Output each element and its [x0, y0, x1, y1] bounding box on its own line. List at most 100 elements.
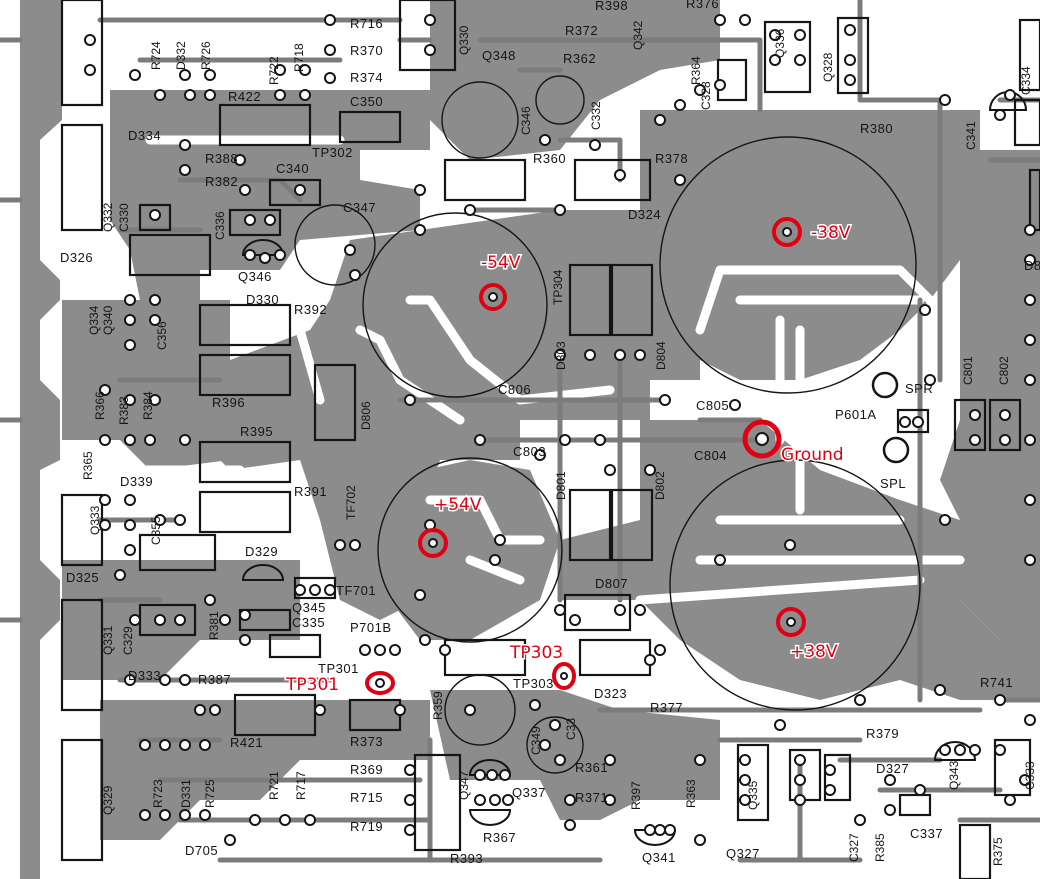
label-r717: R717 [294, 771, 308, 800]
solder-pad [884, 774, 896, 786]
solder-pad [424, 44, 436, 56]
marker-neg54[interactable] [479, 283, 507, 311]
label-r723: R723 [151, 779, 165, 808]
solder-pad [274, 249, 286, 261]
solder-pad [664, 824, 676, 836]
solder-pad [149, 294, 161, 306]
solder-pad [124, 294, 136, 306]
solder-pad [969, 409, 981, 421]
marker-neg38[interactable] [772, 217, 802, 247]
label-c333: C333 [1023, 761, 1037, 790]
solder-pad [99, 519, 111, 531]
label-r362: R362 [563, 51, 596, 66]
solder-pad [1019, 774, 1031, 786]
solder-pad [194, 704, 206, 716]
marker-tp301[interactable] [365, 671, 395, 695]
label-q340: Q340 [101, 305, 115, 335]
solder-pad [179, 809, 191, 821]
solder-pad [414, 589, 426, 601]
label-c803: C803 [513, 444, 546, 459]
solder-pad [554, 754, 566, 766]
solder-pad [274, 89, 286, 101]
solder-pad [414, 184, 426, 196]
annotation-pos54: +54V [434, 495, 482, 515]
marker-pos38[interactable] [776, 607, 806, 637]
label-r384: R384 [141, 391, 155, 420]
voltage-annotations: -54V -38V +54V Ground +38V TP303 TP301 [284, 222, 853, 697]
solder-pad [309, 584, 321, 596]
label-r387: R387 [198, 672, 231, 687]
solder-pad [124, 544, 136, 556]
label-r378: R378 [655, 151, 688, 166]
label-r397: R397 [629, 781, 643, 810]
label-d333: D333 [128, 668, 161, 683]
solder-pad [159, 674, 171, 686]
solder-pad [784, 539, 796, 551]
label-r718: R718 [292, 43, 306, 72]
label-c805: C805 [696, 398, 729, 413]
solder-pad [739, 794, 751, 806]
annotation-neg54: -54V [481, 253, 521, 273]
solder-pad [659, 394, 671, 406]
solder-pad [84, 34, 96, 46]
solder-pad [499, 769, 511, 781]
label-tf701: TF701 [336, 583, 376, 598]
solder-pad [199, 809, 211, 821]
solder-pad [794, 794, 806, 806]
solder-pad [769, 29, 781, 41]
label-tp301-silk: TP301 [318, 661, 359, 676]
label-c355: C355 [149, 516, 163, 545]
marker-ground[interactable] [742, 419, 782, 459]
solder-pad [739, 14, 751, 26]
solder-pad [419, 634, 431, 646]
solder-pad [244, 249, 256, 261]
label-p601a: P601A [835, 407, 877, 422]
solder-pad [274, 64, 286, 76]
solder-pad [464, 204, 476, 216]
label-r726: R726 [199, 41, 213, 70]
label-r365: R365 [81, 451, 95, 480]
solder-pad [969, 744, 981, 756]
label-r380: R380 [860, 121, 893, 136]
label-d339: D339 [120, 474, 153, 489]
solder-pad [404, 394, 416, 406]
solder-pad [124, 394, 136, 406]
solder-pad [324, 584, 336, 596]
label-c336: C336 [213, 211, 227, 240]
label-d329: D329 [245, 544, 278, 559]
label-r382: R382 [205, 174, 238, 189]
label-c806: C806 [498, 382, 531, 397]
label-r366: R366 [93, 391, 107, 420]
solder-pad [644, 654, 656, 666]
solder-pad [304, 814, 316, 826]
marker-pos54[interactable] [418, 528, 448, 558]
solder-pad [394, 704, 406, 716]
label-r369: R369 [350, 762, 383, 777]
label-r383: R383 [117, 396, 131, 425]
label-r375: R375 [991, 837, 1005, 866]
label-r716: R716 [350, 16, 383, 31]
solder-pad [654, 824, 666, 836]
marker-centers [375, 227, 796, 688]
solder-pad [794, 754, 806, 766]
solder-pad [914, 784, 926, 796]
annotation-tp303: TP303 [509, 643, 563, 663]
label-q331: Q331 [101, 625, 115, 655]
solder-pad [884, 804, 896, 816]
solder-pad [349, 269, 361, 281]
solder-pad [129, 614, 141, 626]
solder-pad [999, 409, 1011, 421]
solder-pad [1024, 294, 1036, 306]
solder-pad [634, 349, 646, 361]
solder-pad [249, 814, 261, 826]
marker-tp303[interactable] [552, 662, 576, 690]
label-r385: R385 [873, 833, 887, 862]
label-tp303-silk: TP303 [513, 676, 554, 691]
label-r360: R360 [533, 151, 566, 166]
solder-pad [149, 314, 161, 326]
label-c804: C804 [694, 448, 727, 463]
solder-pad [324, 72, 336, 84]
solder-pad [224, 834, 236, 846]
solder-pad [149, 394, 161, 406]
solder-pad [969, 434, 981, 446]
